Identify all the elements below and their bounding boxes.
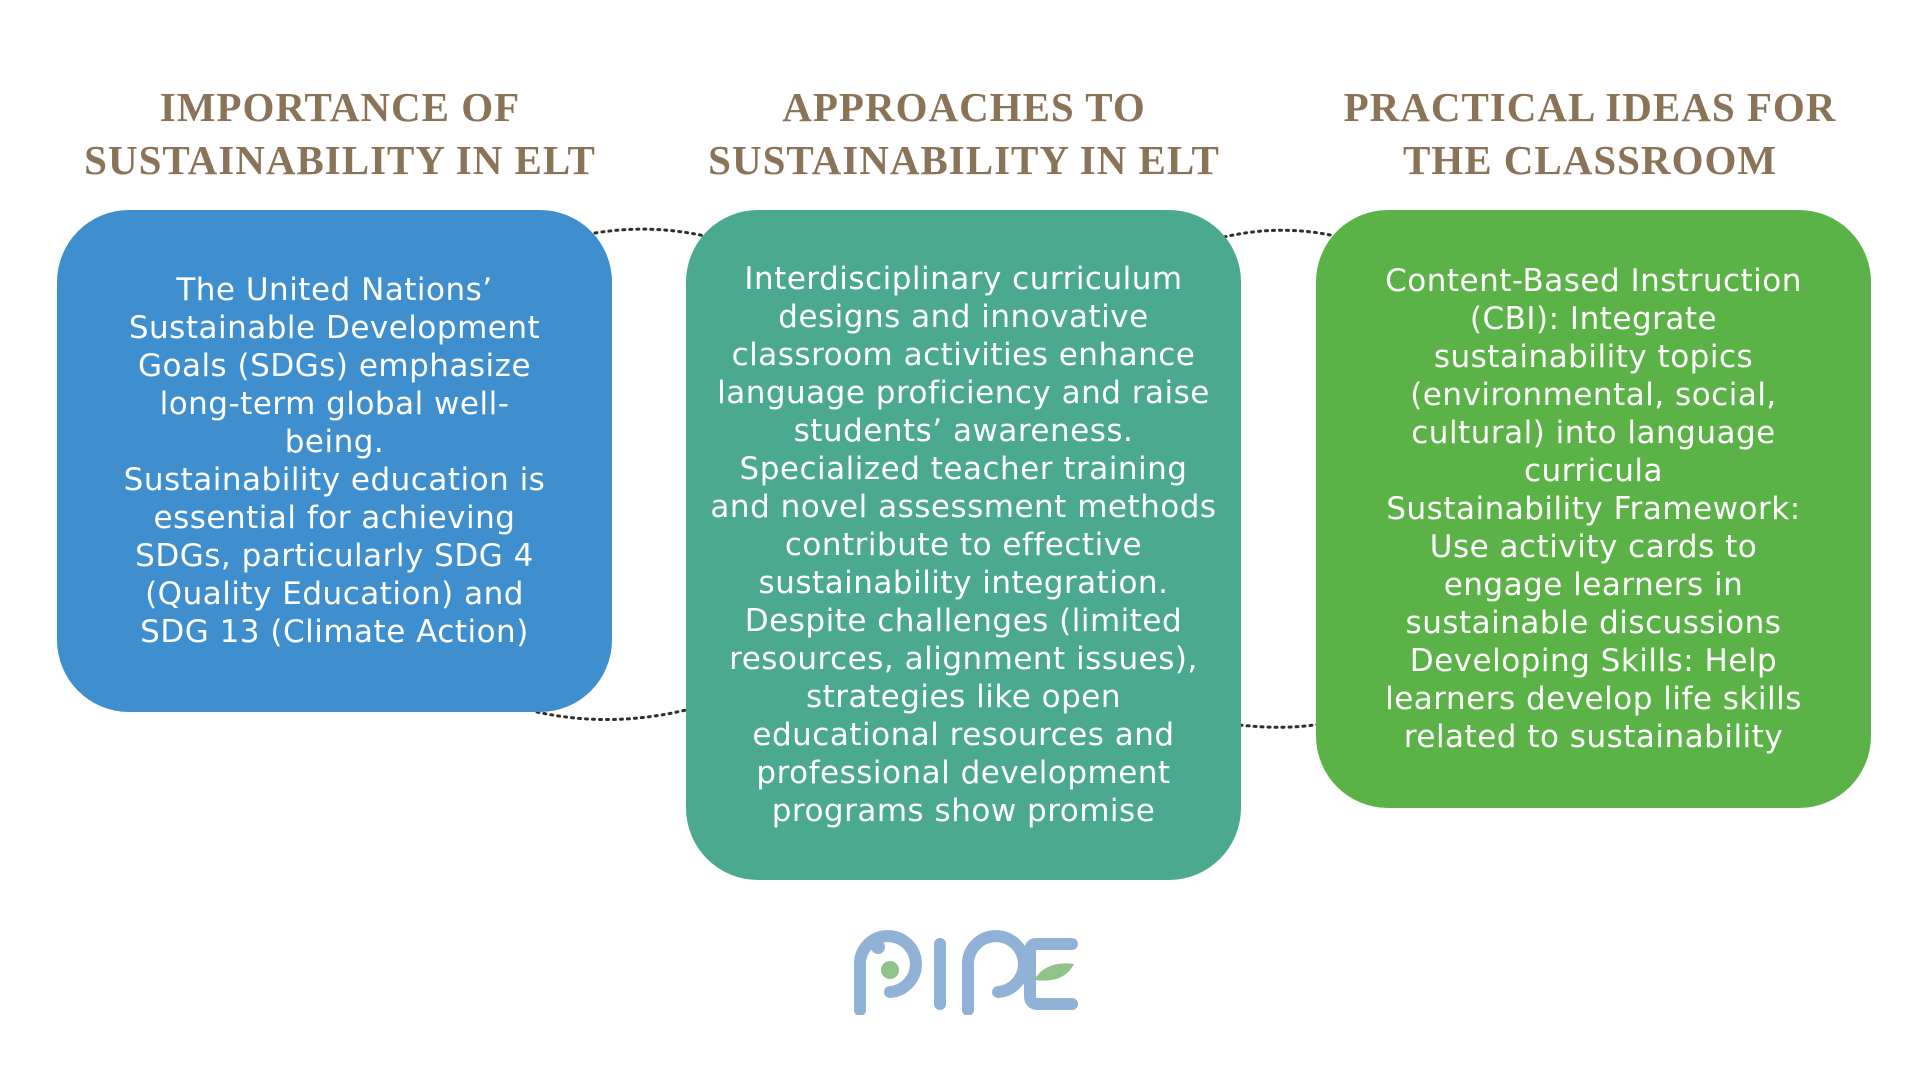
card-body-line: being.: [284, 424, 385, 460]
card-importance: The United Nations’Sustainable Developme…: [57, 210, 612, 712]
card-body-line: The United Nations’: [176, 272, 493, 308]
card-body-line: and novel assessment methods: [710, 489, 1217, 525]
connector-bottom-left: [535, 708, 688, 722]
card-body-line: Specialized teacher training: [739, 451, 1188, 487]
heading-line: SUSTAINABILITY IN ELT: [84, 137, 596, 183]
card-body-line: resources, alignment issues),: [729, 641, 1198, 677]
logo-letter-i: [934, 938, 946, 1010]
heading-practical-ideas: PRACTICAL IDEAS FOR THE CLASSROOM: [1290, 81, 1890, 187]
card-body-line: contribute to effective: [784, 527, 1143, 563]
card-body-line: sustainability integration.: [758, 565, 1169, 601]
card-body-line: classroom activities enhance: [731, 337, 1196, 373]
card-body-line: language proficiency and raise: [717, 375, 1210, 411]
card-body-line: (CBI): Integrate: [1469, 301, 1718, 337]
heading-line: APPROACHES TO: [782, 84, 1146, 130]
card-body-line: SDGs, particularly SDG 4: [135, 538, 534, 574]
card-body-line: Sustainability education is: [123, 462, 546, 498]
card-body-line: Interdisciplinary curriculum: [744, 261, 1183, 297]
heading-line: IMPORTANCE OF: [159, 84, 521, 130]
card-body-line: Despite challenges (limited: [744, 603, 1183, 639]
card-practical-ideas-text: Content-Based Instruction(CBI): Integrat…: [1385, 262, 1802, 756]
card-body-line: curricula: [1523, 453, 1664, 489]
heading-approaches: APPROACHES TO SUSTAINABILITY IN ELT: [664, 81, 1264, 187]
logo-figure-body: [881, 961, 899, 979]
card-body-line: sustainability topics: [1433, 339, 1754, 375]
card-body-line: Use activity cards to: [1429, 529, 1758, 565]
heading-line: PRACTICAL IDEAS FOR: [1343, 84, 1837, 130]
card-practical-ideas: Content-Based Instruction(CBI): Integrat…: [1316, 210, 1871, 808]
logo-letter-p2: [961, 930, 1030, 1015]
card-body-line: engage learners in: [1443, 567, 1744, 603]
logo-letter-e: [1024, 938, 1078, 1010]
card-body-line: Content-Based Instruction: [1385, 263, 1802, 299]
card-body-line: essential for achieving: [153, 500, 516, 536]
card-body-line: (Quality Education) and: [145, 576, 524, 612]
card-body-line: programs show promise: [771, 793, 1156, 829]
logo-leaf: [1034, 963, 1074, 981]
connector-top-left: [593, 227, 707, 238]
card-body-line: (environmental, social,: [1410, 377, 1777, 413]
card-body-line: educational resources and: [752, 717, 1175, 753]
card-body-line: strategies like open: [805, 679, 1121, 715]
connector-bottom-right: [1238, 722, 1322, 729]
logo-figure-head: [871, 940, 885, 954]
heading-importance: IMPORTANCE OF SUSTAINABILITY IN ELT: [40, 81, 640, 187]
card-body-line: cultural) into language: [1411, 415, 1776, 451]
card-body-line: long-term global well-: [159, 386, 510, 422]
heading-line: THE CLASSROOM: [1402, 137, 1778, 183]
card-body-line: Goals (SDGs) emphasize: [137, 348, 532, 384]
pipe-logo-icon: [853, 930, 1078, 1015]
card-body-line: SDG 13 (Climate Action): [140, 614, 529, 650]
card-body-line: designs and innovative: [778, 299, 1149, 335]
card-body-line: Developing Skills: Help: [1409, 643, 1778, 679]
card-body-line: students’ awareness.: [793, 413, 1134, 449]
card-body-line: sustainable discussions: [1405, 605, 1782, 641]
card-body-line: Sustainable Development: [128, 310, 541, 346]
card-body-line: Sustainability Framework:: [1386, 491, 1801, 527]
logo-letter-p1: [853, 930, 922, 1015]
card-importance-text: The United Nations’Sustainable Developme…: [124, 271, 546, 651]
card-body-line: learners develop life skills: [1385, 681, 1802, 717]
card-body-line: related to sustainability: [1403, 719, 1784, 755]
card-body-line: professional development: [756, 755, 1171, 791]
heading-line: SUSTAINABILITY IN ELT: [708, 137, 1220, 183]
connector-top-right: [1222, 228, 1337, 239]
